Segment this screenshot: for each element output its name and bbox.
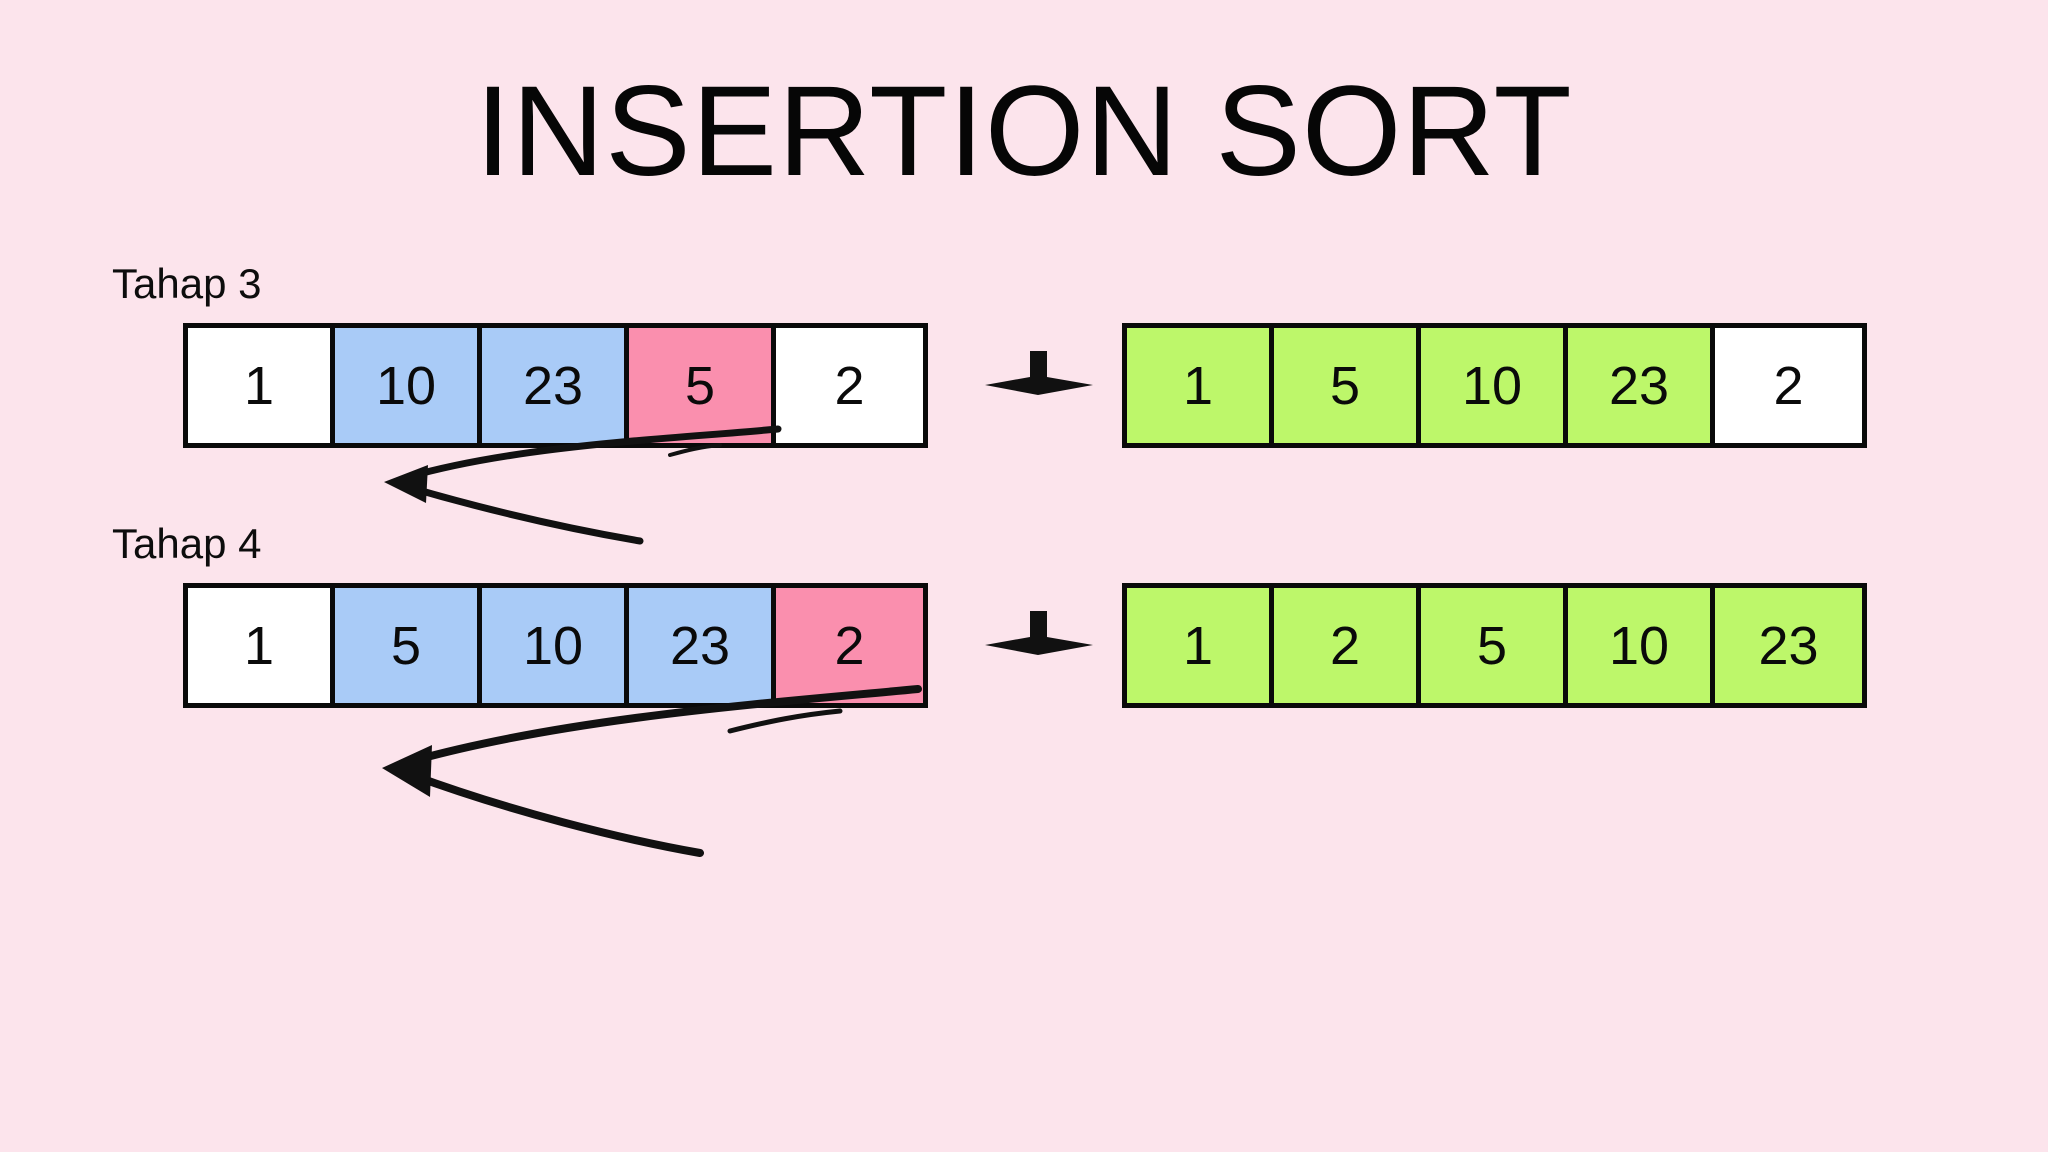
array-cell: 5 [335,588,482,703]
array-cell: 1 [1127,328,1274,443]
step-label-1: Tahap 3 [112,260,262,307]
array-cell: 10 [335,328,482,443]
array-cell-key: 2 [776,588,923,703]
array-cell: 2 [1274,588,1421,703]
array-cell: 23 [629,588,776,703]
page-title: INSERTION SORT [475,60,1573,203]
step-label-2: Tahap 4 [112,520,262,567]
array-cell: 10 [1421,328,1568,443]
array-step1-before: 1 10 23 5 2 [183,323,928,448]
right-arrow-icon [975,597,1105,687]
array-cell: 5 [1274,328,1421,443]
array-cell: 23 [482,328,629,443]
right-arrow-icon [975,337,1105,427]
array-cell: 1 [188,588,335,703]
array-step2-before: 1 5 10 23 2 [183,583,928,708]
array-step2-after: 1 2 5 10 23 [1122,583,1867,708]
array-cell: 23 [1568,328,1715,443]
curved-insert-arrow-icon-2 [370,685,930,875]
array-cell: 10 [482,588,629,703]
array-cell: 1 [188,328,335,443]
array-cell: 23 [1715,588,1862,703]
curved-insert-arrow-icon-1 [370,425,790,555]
array-step1-after: 1 5 10 23 2 [1122,323,1867,448]
array-cell: 1 [1127,588,1274,703]
array-cell: 5 [1421,588,1568,703]
array-cell: 10 [1568,588,1715,703]
array-cell: 2 [1715,328,1862,443]
array-cell-key: 5 [629,328,776,443]
array-cell: 2 [776,328,923,443]
